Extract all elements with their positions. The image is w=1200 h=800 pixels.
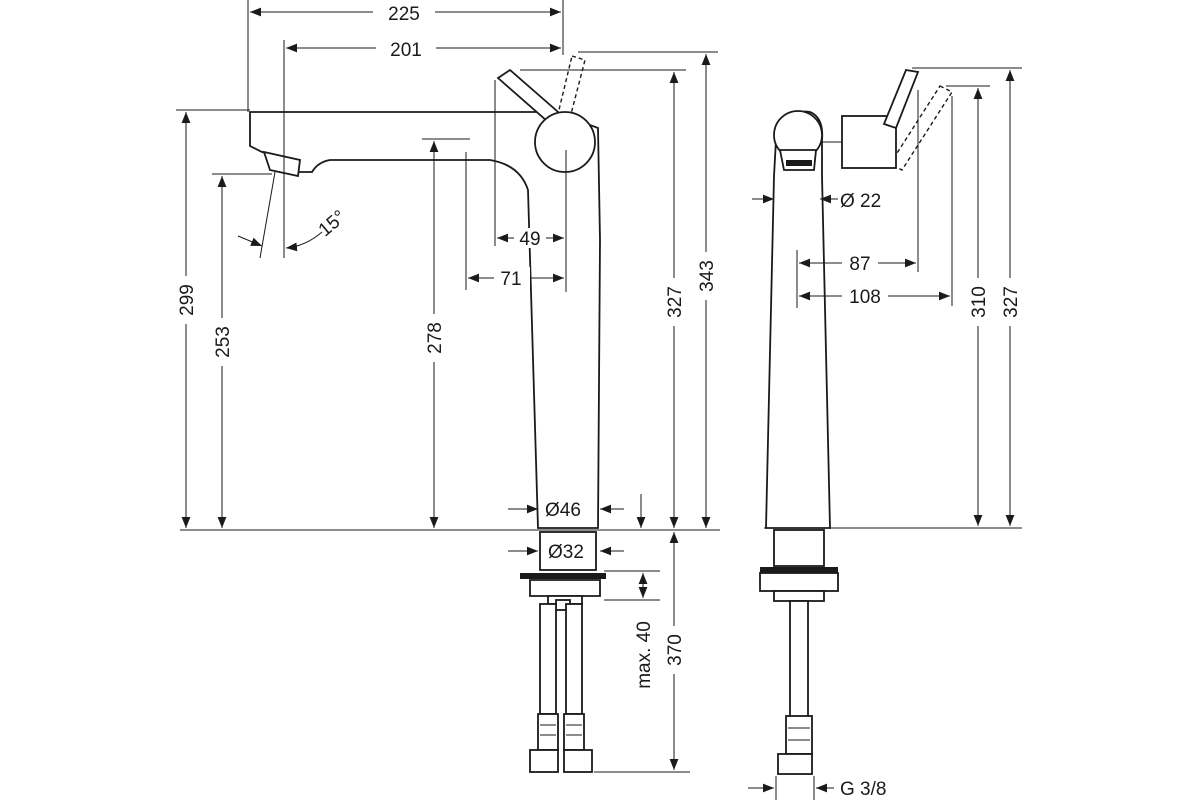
side-nut <box>759 572 839 592</box>
dim-label-327-front: 327 <box>665 286 686 318</box>
angle-arc <box>285 231 323 252</box>
dim-label-dia46: Ø46 <box>545 500 581 521</box>
side-handle-lever <box>882 68 920 130</box>
label-bg-87 <box>842 252 878 274</box>
label-bg-max40 <box>630 610 656 700</box>
side-hose-nut <box>777 753 813 775</box>
front-view: 225 201 15° 299 253 278 49 <box>174 0 720 773</box>
dim-label-225: 225 <box>388 4 420 25</box>
front-gasket <box>520 573 606 579</box>
dim-label-201: 201 <box>390 40 422 61</box>
side-hose <box>789 600 809 718</box>
label-bg-253 <box>210 318 234 366</box>
dim-label-310: 310 <box>969 286 990 318</box>
dim-label-thread: G 3/8 <box>840 779 886 800</box>
side-body <box>765 110 831 529</box>
hose-left-nut <box>529 749 559 773</box>
dim-label-max40: max. 40 <box>634 621 655 689</box>
dim-label-49: 49 <box>519 229 540 250</box>
dim-label-angle: 15° <box>315 207 351 242</box>
label-bg-343 <box>694 252 718 300</box>
dim-label-dia32: Ø32 <box>548 542 584 563</box>
angle-arrow-left <box>237 235 263 247</box>
label-bg-327f <box>662 278 686 326</box>
label-bg-71 <box>494 267 530 289</box>
label-bg-327s <box>998 278 1022 326</box>
side-hose-fitting <box>785 715 813 755</box>
handle-alt-position-up <box>557 55 586 119</box>
front-shank <box>539 531 597 571</box>
dim-label-87: 87 <box>849 254 870 275</box>
dim-label-343: 343 <box>697 260 718 292</box>
dim-label-253: 253 <box>213 326 234 358</box>
label-bg-49 <box>514 228 546 248</box>
dim-label-dia22: Ø 22 <box>840 191 881 212</box>
label-bg-278 <box>422 314 446 362</box>
label-bg-225 <box>373 1 435 23</box>
dim-label-299: 299 <box>177 284 198 316</box>
side-gasket <box>760 567 838 573</box>
hose-left-fitting <box>537 713 559 751</box>
side-nut-lower <box>773 590 825 602</box>
hose-right-nut <box>563 749 593 773</box>
dim-label-71: 71 <box>500 269 521 290</box>
side-aerator-slot <box>786 160 812 166</box>
spout-aerator <box>262 150 301 178</box>
hose-left <box>539 603 557 715</box>
angle-ref-line <box>259 171 276 259</box>
label-bg-370 <box>662 626 686 674</box>
dim-label-278: 278 <box>425 322 446 354</box>
dim-label-370: 370 <box>665 634 686 666</box>
side-shank <box>773 529 825 567</box>
dim-label-108: 108 <box>849 287 881 308</box>
side-view: Ø 22 87 108 310 327 G 3/8 <box>748 67 1022 800</box>
side-lever-alt <box>888 85 954 171</box>
label-bg-108 <box>842 285 888 307</box>
front-nut <box>529 579 601 597</box>
hose-right <box>565 603 583 715</box>
label-bg-299 <box>174 276 198 324</box>
handle-hub <box>534 111 596 173</box>
dim-label-327-side: 327 <box>1001 286 1022 318</box>
label-bg-201 <box>376 37 436 59</box>
label-bg-310 <box>966 278 990 326</box>
hose-right-fitting <box>563 713 585 751</box>
